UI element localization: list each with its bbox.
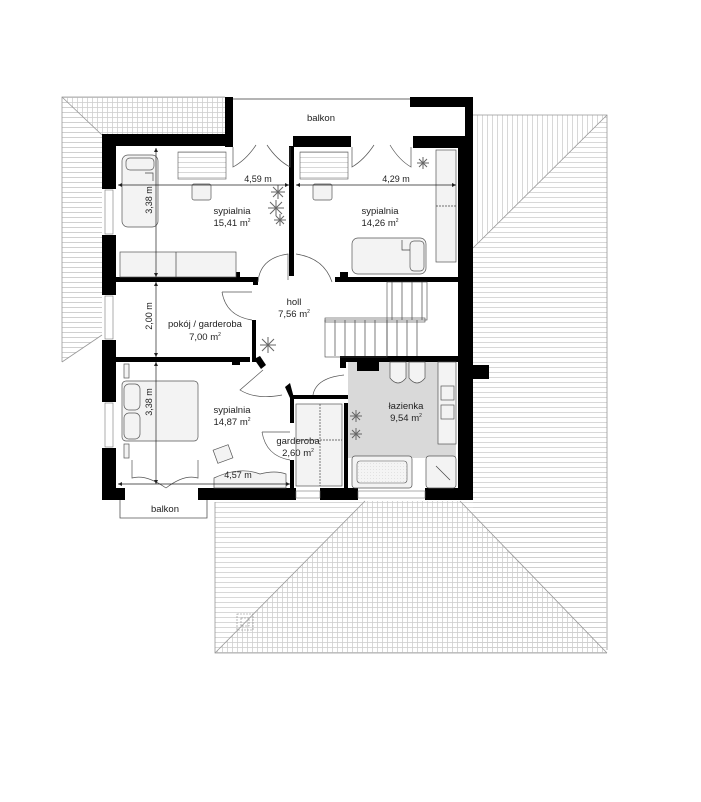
room-name: holl bbox=[287, 297, 302, 308]
shower-icon bbox=[425, 455, 457, 489]
roof-bottom bbox=[214, 500, 608, 654]
sink-icon bbox=[440, 385, 455, 401]
furniture bbox=[104, 149, 457, 499]
vanity-icon bbox=[437, 361, 457, 445]
doors bbox=[131, 144, 412, 489]
dimension-label: 3,38 m bbox=[144, 186, 154, 214]
dimension-label: 4,29 m bbox=[382, 174, 410, 184]
room-area: 2,60 m2 bbox=[282, 448, 314, 459]
window-icon bbox=[104, 402, 114, 448]
chair-icon bbox=[191, 183, 212, 201]
dimension-label: 3,38 m bbox=[144, 388, 154, 416]
plant-icon bbox=[260, 337, 276, 353]
staircase bbox=[324, 281, 428, 358]
door-icon bbox=[266, 144, 291, 168]
door-icon bbox=[165, 460, 199, 489]
door-icon bbox=[389, 144, 412, 168]
window-icon bbox=[104, 295, 114, 340]
room-area: 14,87 m2 bbox=[213, 417, 250, 428]
room-name: pokój / garderoba bbox=[168, 319, 243, 330]
room-name: garderoba bbox=[276, 436, 320, 447]
room-area: 9,54 m2 bbox=[390, 413, 422, 424]
door-icon bbox=[131, 460, 167, 489]
balcony-top-label: balkon bbox=[307, 113, 335, 124]
plants bbox=[260, 157, 429, 440]
bidet-icon bbox=[408, 361, 426, 384]
balcony-bottom bbox=[119, 500, 208, 519]
bed-icon bbox=[351, 237, 427, 275]
window-icon bbox=[104, 189, 114, 235]
dimension-label: 4,57 m bbox=[224, 470, 252, 480]
balcony-top bbox=[233, 98, 465, 138]
plant-icon bbox=[274, 214, 286, 226]
window-icon bbox=[357, 490, 426, 499]
door-icon bbox=[312, 374, 345, 396]
door-icon bbox=[221, 291, 253, 321]
door-icon bbox=[261, 431, 291, 461]
room-name: sypialnia bbox=[362, 206, 400, 217]
door-icon bbox=[295, 253, 333, 283]
room-area: 14,26 m2 bbox=[361, 218, 398, 229]
room-name: łazienka bbox=[389, 401, 425, 412]
dimension-lines bbox=[118, 148, 456, 486]
roof-window-icon bbox=[236, 613, 254, 631]
plant-icon bbox=[350, 428, 362, 440]
dimension-label: 4,59 m bbox=[244, 174, 272, 184]
door-icon bbox=[257, 253, 289, 283]
bed-icon bbox=[121, 380, 199, 442]
balcony-bottom-label: balkon bbox=[151, 504, 179, 515]
dimension-label: 2,00 m bbox=[144, 302, 154, 330]
chair-icon bbox=[212, 444, 234, 464]
door-icon bbox=[232, 144, 257, 168]
toilet-icon bbox=[389, 361, 407, 384]
plant-icon bbox=[271, 185, 285, 199]
room-area: 7,00 m2 bbox=[189, 332, 221, 343]
room-name: sypialnia bbox=[214, 405, 252, 416]
room-area: 15,41 m2 bbox=[213, 218, 250, 229]
desk-icon bbox=[299, 151, 349, 180]
door-icon bbox=[351, 144, 375, 168]
chair-icon bbox=[312, 183, 333, 201]
roof-left bbox=[61, 96, 225, 363]
window-icon bbox=[295, 490, 321, 499]
plant-icon bbox=[350, 410, 362, 422]
sink-icon bbox=[440, 404, 455, 420]
room-name: sypialnia bbox=[214, 206, 252, 217]
walls bbox=[102, 97, 489, 500]
plant-icon bbox=[417, 157, 429, 169]
desk-icon bbox=[177, 151, 227, 180]
door-icon bbox=[239, 369, 283, 397]
plant-icon bbox=[268, 200, 284, 216]
room-area: 7,56 m2 bbox=[278, 309, 310, 320]
